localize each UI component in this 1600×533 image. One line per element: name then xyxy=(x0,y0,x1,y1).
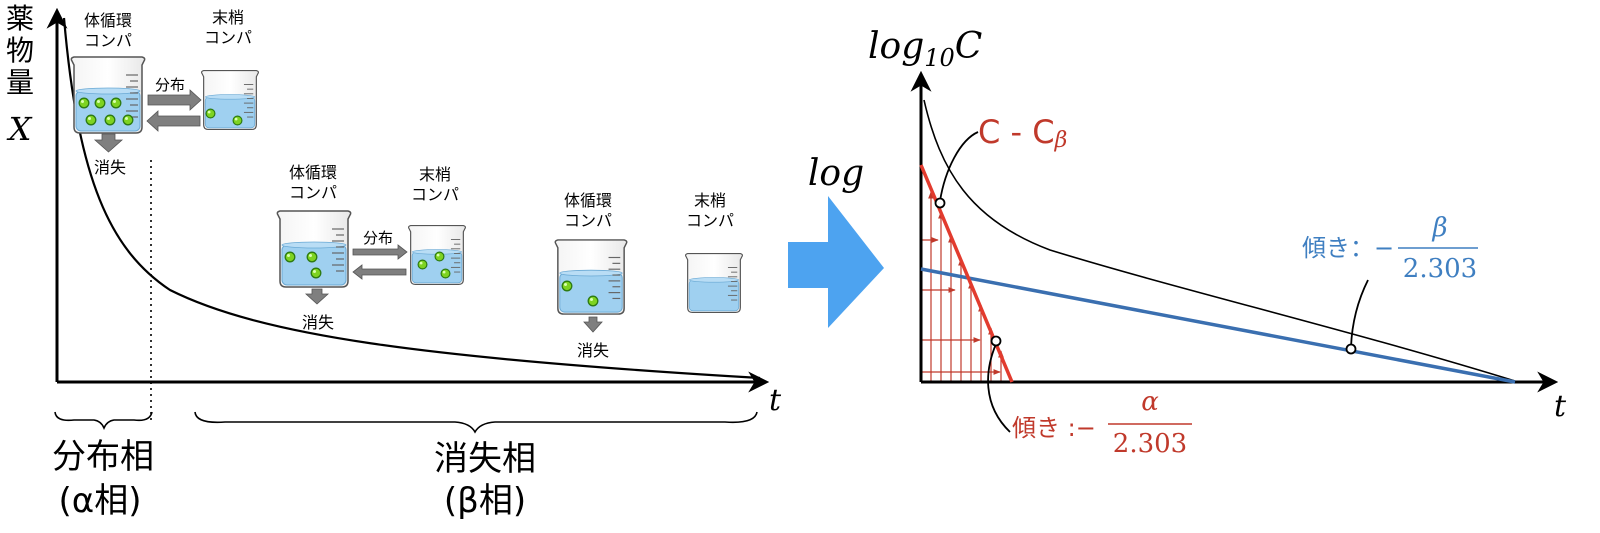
central-label-1a: 体循環 xyxy=(84,11,132,30)
drug-dot xyxy=(232,115,243,126)
peripheral-label-3b: コンパ xyxy=(686,211,734,230)
drug-dot xyxy=(417,259,428,270)
phase2-sub: (β相) xyxy=(444,481,526,521)
drug-dot xyxy=(122,114,134,126)
central-label-3a: 体循環 xyxy=(564,191,612,210)
beta-slope-denominator: 2.303 xyxy=(1403,254,1477,284)
alpha-slope-label: 傾き :− α 2.303 xyxy=(1012,387,1192,459)
central-label-3b: コンパ xyxy=(564,211,612,230)
phase2-label: 消失相 xyxy=(434,439,536,479)
y-label-char-2: 物 xyxy=(6,34,34,67)
amount-curve xyxy=(62,17,761,380)
phase2-brace xyxy=(194,411,758,434)
alpha-point-marker xyxy=(990,335,1002,347)
big-arrow-icon xyxy=(788,196,884,328)
peripheral-beaker-3 xyxy=(684,252,744,314)
left-plot: 薬 物 量 X t 分布相 (α相) 消失相 (β相) xyxy=(6,2,782,521)
y-label-var: X xyxy=(6,110,33,148)
central-label-2a: 体循環 xyxy=(289,163,337,182)
central-label-2b: コンパ xyxy=(289,183,337,202)
compartment-group-3: 体循環 コンパ 末梢 コンパ 消失 xyxy=(554,191,744,360)
alpha-slope-denominator: 2.303 xyxy=(1113,429,1187,459)
arrow-down-icon xyxy=(304,288,330,305)
beta-point-marker xyxy=(1345,343,1357,355)
peripheral-label-2b: コンパ xyxy=(411,185,459,204)
alpha-slope-numerator: α xyxy=(1141,387,1159,417)
residual-label: C - Cβ xyxy=(978,113,1067,153)
beta-slope-numerator: β xyxy=(1431,213,1447,243)
drug-dot xyxy=(440,268,451,279)
transform-arrow: log xyxy=(788,153,884,328)
beta-slope-label: 傾き：− β 2.303 xyxy=(1302,213,1478,284)
drug-dot xyxy=(561,280,573,292)
drug-dot xyxy=(284,251,296,263)
left-x-label: t xyxy=(769,383,782,418)
central-label-1b: コンパ xyxy=(84,31,132,50)
peripheral-label-2a: 末梢 xyxy=(419,165,451,184)
y-label-char-1: 薬 xyxy=(6,2,34,35)
y-label-char-3: 量 xyxy=(6,66,34,99)
elimination-label-3: 消失 xyxy=(577,341,609,360)
distribution-label-2: 分布 xyxy=(363,229,393,247)
arrow-down-icon xyxy=(583,316,603,333)
transform-label: log xyxy=(808,153,864,194)
drug-dot xyxy=(434,251,445,262)
beta-leader xyxy=(1350,279,1369,348)
peripheral-label-1a: 末梢 xyxy=(212,8,244,27)
log-concentration-curve xyxy=(923,99,1516,382)
peripheral-label-3a: 末梢 xyxy=(694,191,726,210)
right-y-label: log10C xyxy=(868,26,982,72)
alpha-slope-prefix: 傾き :− xyxy=(1012,414,1096,442)
drug-dot xyxy=(85,114,97,126)
right-x-label: t xyxy=(1554,389,1567,424)
elimination-label-2: 消失 xyxy=(302,313,334,332)
compartment-group-1: 体循環 コンパ 末梢 コンパ 分布 消失 xyxy=(70,8,260,177)
arrow-left-icon xyxy=(352,264,407,280)
residual-horizontals xyxy=(921,237,1001,375)
right-plot: log10C t C - Cβ 傾き :− α 2.303 傾き：− β 2.3… xyxy=(868,26,1567,459)
beta-line xyxy=(920,267,1516,384)
distribution-label-1: 分布 xyxy=(155,76,185,94)
drug-dot xyxy=(78,97,90,109)
drug-dot xyxy=(110,97,122,109)
residual-verticals xyxy=(928,191,1004,382)
residual-leader xyxy=(939,131,979,202)
drug-dot xyxy=(104,114,116,126)
drug-dot xyxy=(310,267,322,279)
residual-line xyxy=(919,164,1014,383)
compartment-group-2: 体循環 コンパ 末梢 コンパ 分布 消失 xyxy=(276,163,467,332)
arrow-down-icon xyxy=(93,133,124,153)
drug-dot xyxy=(205,108,216,119)
peripheral-label-1b: コンパ xyxy=(204,28,252,47)
arrow-right-icon xyxy=(147,89,202,111)
alpha-leader xyxy=(987,343,1011,433)
drug-dot xyxy=(587,295,599,307)
elimination-label-1: 消失 xyxy=(94,158,126,177)
drug-dot xyxy=(94,97,106,109)
drug-dot xyxy=(306,251,318,263)
residual-point-marker xyxy=(934,197,946,209)
beta-slope-prefix: 傾き：− xyxy=(1302,234,1394,262)
phase1-label: 分布相 xyxy=(52,437,154,477)
arrow-right-icon xyxy=(352,244,408,260)
phase1-brace xyxy=(54,411,153,431)
arrow-left-icon xyxy=(146,110,201,132)
phase1-sub: (α相) xyxy=(59,481,142,521)
peripheral-beaker-1 xyxy=(200,69,260,131)
